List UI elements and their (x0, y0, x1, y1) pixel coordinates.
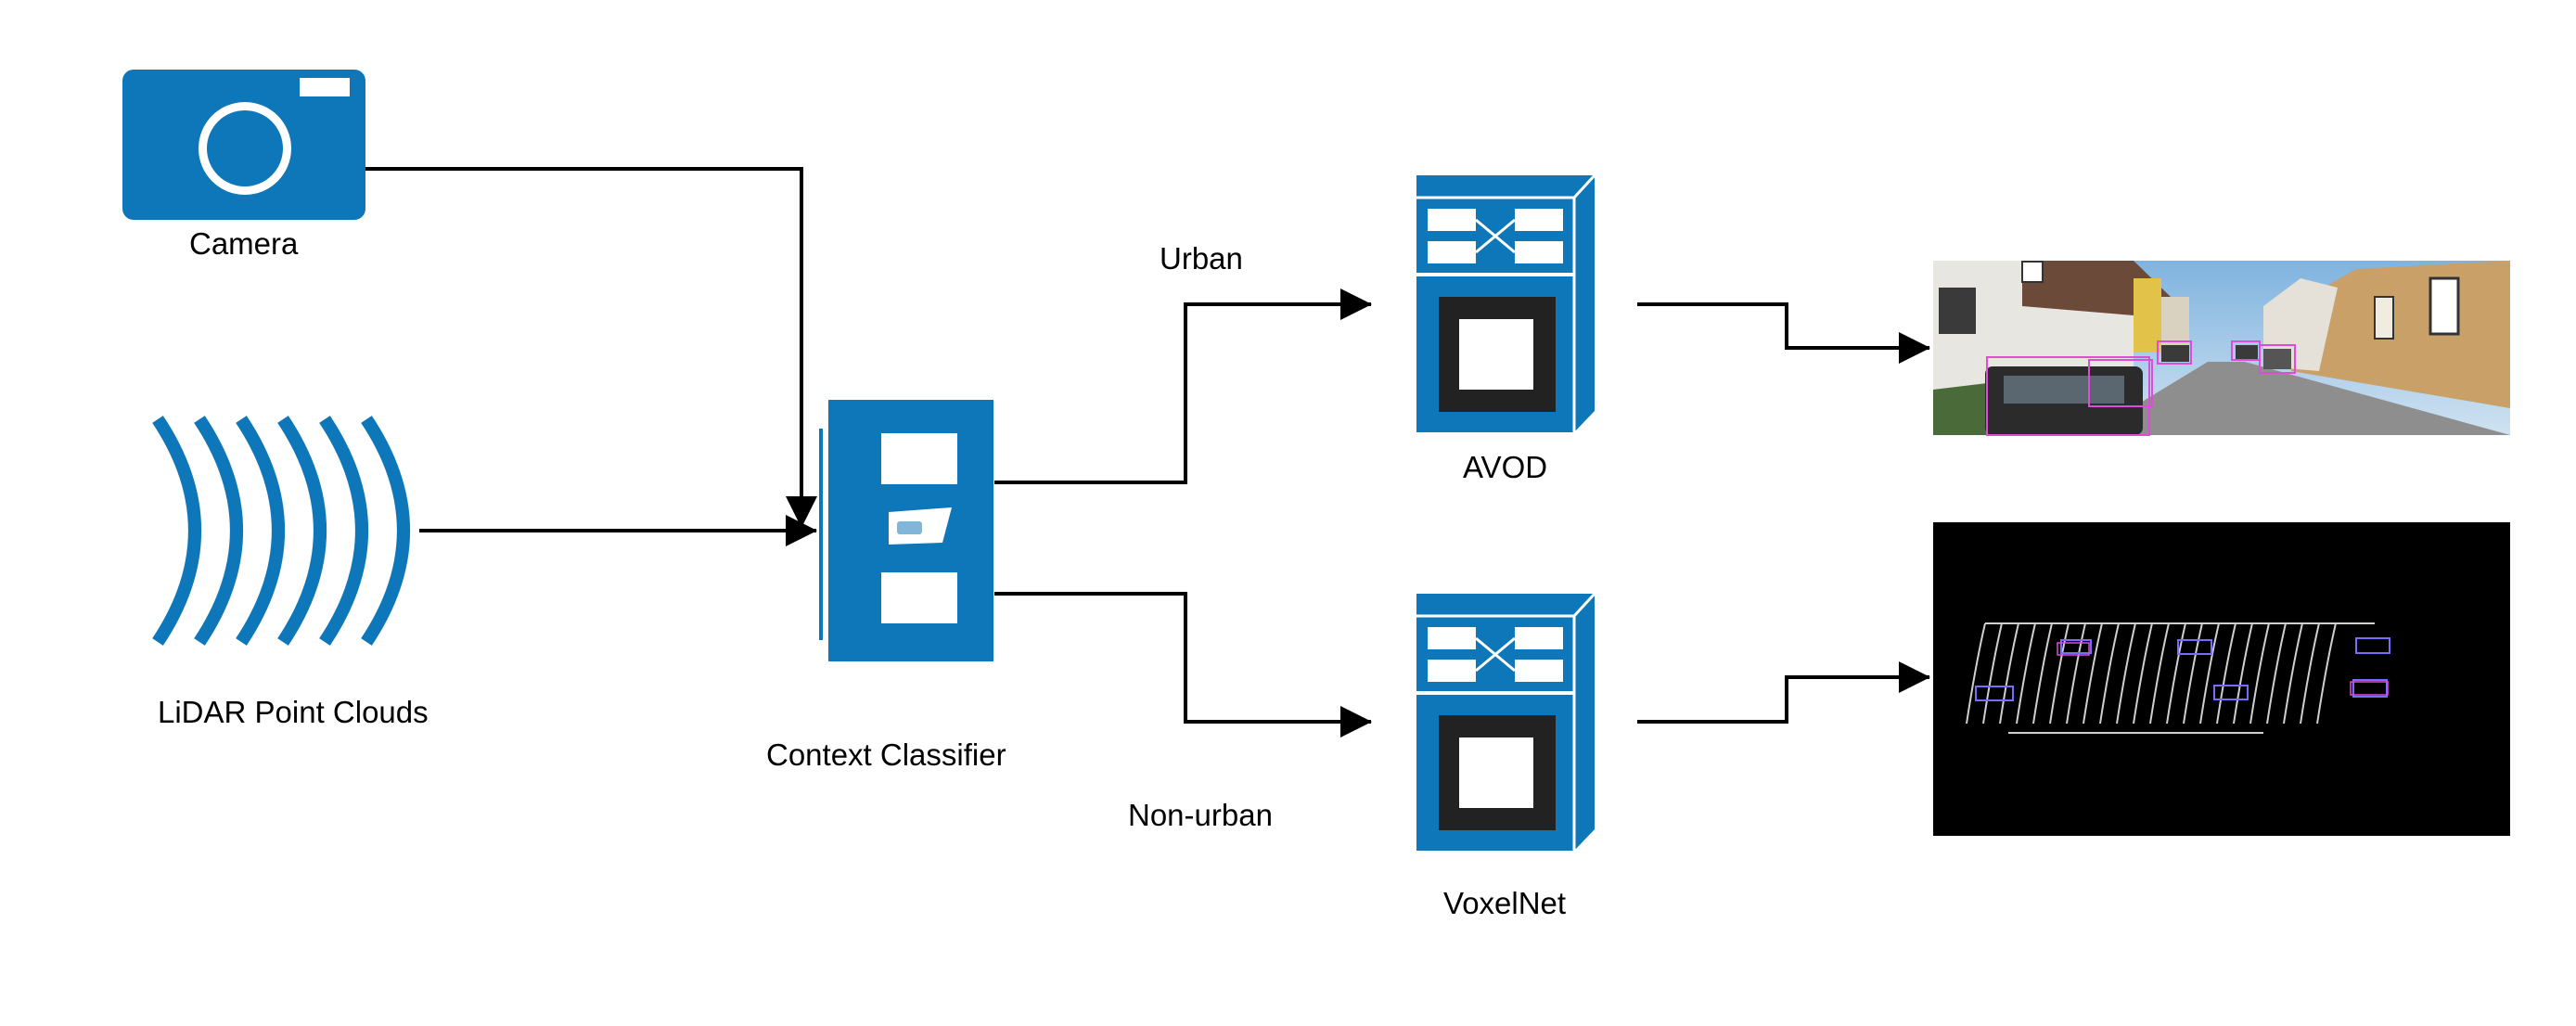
scan-line (2049, 622, 2070, 725)
lidar-label: LiDAR Point Clouds (158, 695, 429, 729)
scan-line (2133, 622, 2153, 725)
edge-classifier-to-avod (994, 289, 1372, 484)
scan-line (2166, 622, 2186, 725)
edge-classifier-to-voxelnet (994, 592, 1372, 737)
urban-edge-label: Urban (1160, 241, 1243, 276)
server-icon-voxelnet (1416, 592, 1596, 851)
avod-label: AVOD (1463, 450, 1548, 484)
camera-icon (122, 70, 365, 220)
scan-line (2266, 622, 2287, 725)
scan-line (2016, 622, 2036, 725)
scan-line (2199, 622, 2220, 725)
scan-line (2149, 622, 2170, 725)
edge-avod-to-output (1637, 302, 1930, 364)
scan-line (2216, 622, 2236, 725)
classifier-label: Context Classifier (766, 737, 1006, 772)
classifier-icon (819, 400, 993, 661)
scan-line (2066, 622, 2086, 725)
non-urban-edge-label: Non-urban (1128, 798, 1273, 832)
scan-line (1982, 622, 2003, 725)
connectors (365, 167, 1930, 737)
point-cloud-bev-image (1933, 522, 2510, 836)
camera-label: Camera (189, 226, 299, 261)
scan-line (2032, 622, 2053, 725)
scan-line (2099, 622, 2120, 725)
scan-line (2249, 622, 2270, 725)
scan-line (2316, 622, 2337, 725)
edge-voxelnet-to-output (1637, 661, 1930, 724)
edge-camera-to-classifier (365, 167, 817, 528)
scan-line (2083, 622, 2103, 725)
scan-line (1999, 622, 2019, 725)
server-icon-avod (1416, 173, 1596, 432)
scan-line (2283, 622, 2303, 725)
scan-line (2116, 622, 2136, 725)
voxelnet-label: VoxelNet (1443, 886, 1567, 920)
lidar-waves-icon (152, 416, 410, 646)
scan-line (2183, 622, 2203, 725)
street-scene-image (1933, 261, 2510, 436)
scan-line (1966, 622, 1986, 725)
scan-line (2300, 622, 2320, 725)
scan-line (2233, 622, 2253, 725)
